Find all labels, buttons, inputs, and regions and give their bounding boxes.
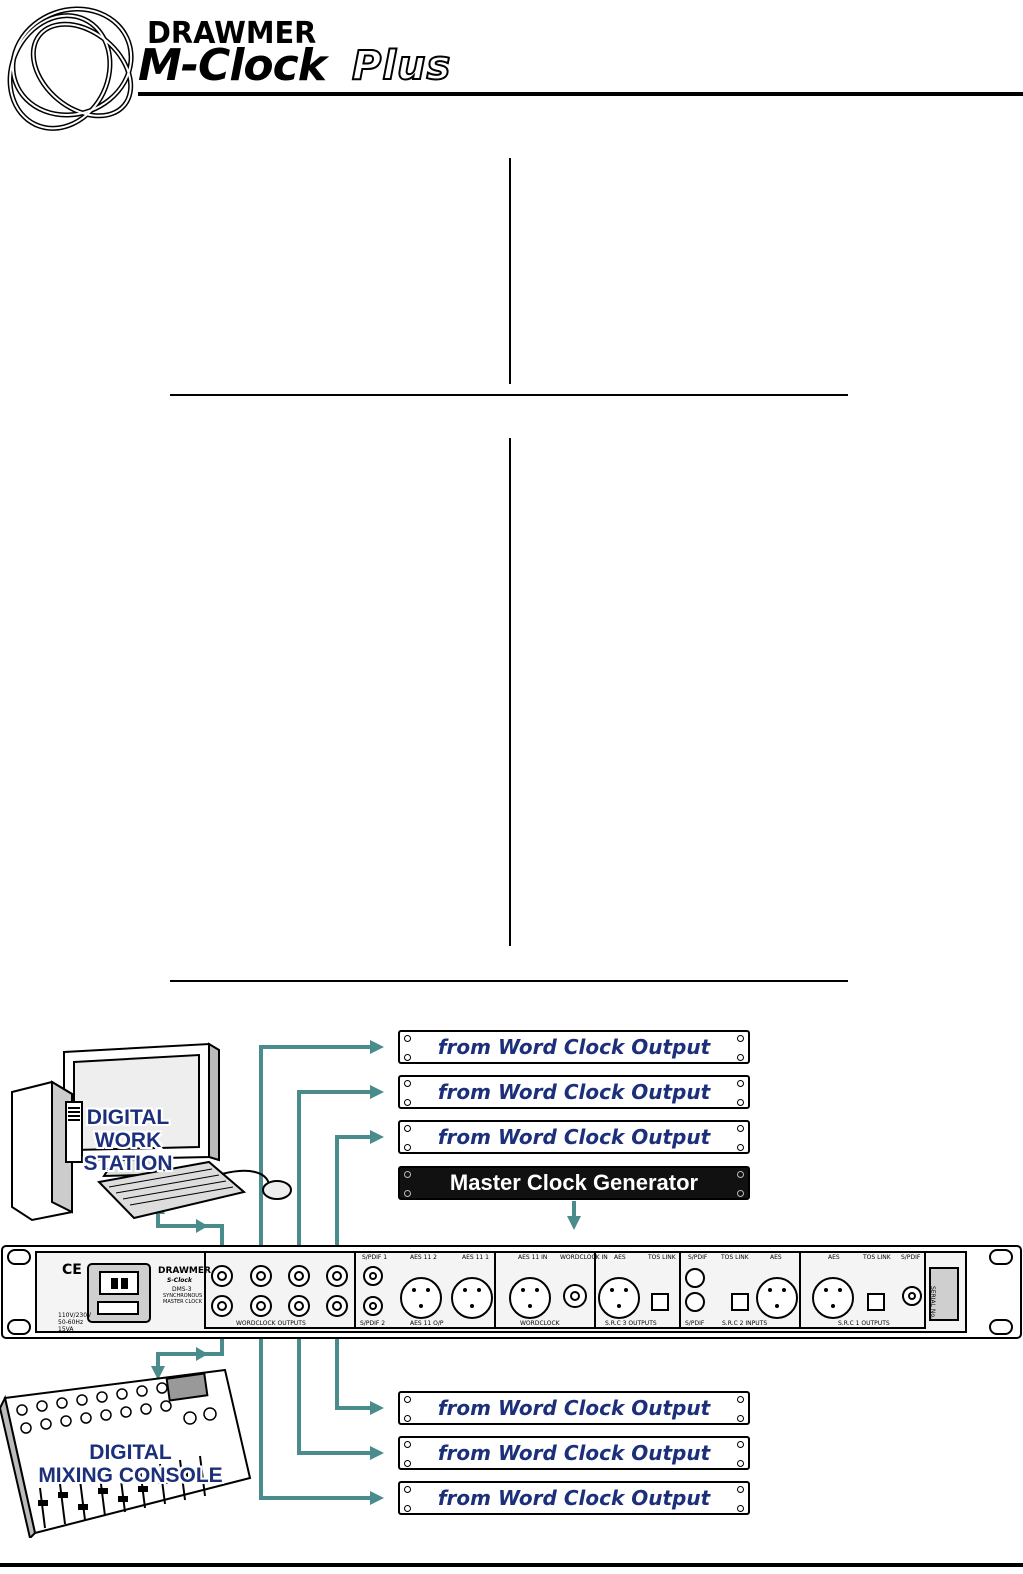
connector-label-toslink-src1: TOS LINK	[863, 1254, 891, 1261]
word-clock-unit-3: from Word Clock Output	[398, 1120, 750, 1154]
header-rule	[138, 92, 1023, 96]
section-label-spdif: S/PDIF	[685, 1320, 705, 1327]
section-label-spdif-2: S/PDIF 2	[360, 1320, 386, 1327]
console-label: DIGITAL MIXING CONSOLE	[38, 1441, 223, 1487]
panel-description-line2: MASTER CLOCK	[163, 1299, 202, 1305]
connector-label-spdif-1: S/PDIF 1	[362, 1254, 388, 1261]
word-clock-unit-2: from Word Clock Output	[398, 1075, 750, 1109]
unit-label: from Word Clock Output	[437, 1396, 711, 1420]
rear-panel	[1, 1245, 1022, 1339]
column-divider-top	[509, 158, 511, 384]
connector-label-aes11-1: AES 11 1	[462, 1254, 489, 1261]
workstation-label-line1: DIGITAL	[86, 1106, 170, 1129]
unit-label: from Word Clock Output	[437, 1080, 711, 1104]
serial-number-plate: SERIAL No.	[929, 1286, 936, 1319]
workstation-label-line2: WORK STATION	[83, 1129, 173, 1175]
power-line-2: 50-60Hz	[58, 1319, 84, 1326]
word-clock-unit-1: from Word Clock Output	[398, 1030, 750, 1064]
connector-label-spdif-src2: S/PDIF	[688, 1254, 708, 1261]
connector-label-aes11-2: AES 11 2	[410, 1254, 437, 1261]
master-clock-generator-unit: Master Clock Generator	[398, 1166, 750, 1200]
connector-label-aes-src2: AES	[770, 1254, 782, 1261]
console-label-line2: MIXING CONSOLE	[38, 1464, 223, 1487]
power-line-3: 15VA	[58, 1326, 74, 1333]
unit-label: from Word Clock Output	[437, 1035, 711, 1059]
connector-label-aes-src1: AES	[828, 1254, 840, 1261]
panel-brand: DRAWMER	[158, 1266, 211, 1276]
section-label-src3-outputs: S.R.C 3 OUTPUTS	[605, 1320, 657, 1327]
unit-label: from Word Clock Output	[437, 1125, 711, 1149]
mixing-console-illustration	[0, 1368, 252, 1538]
panel-description-line1: SYNCHRONOUS	[163, 1293, 203, 1299]
section-label-aes11-op: AES 11 O/P	[410, 1320, 444, 1327]
power-line-1: 110V/230V	[58, 1312, 92, 1319]
connector-label-aes11-in: AES 11 IN	[518, 1254, 548, 1261]
master-unit-label: Master Clock Generator	[449, 1170, 699, 1195]
workstation-illustration	[11, 1042, 292, 1222]
connector-label-spdif-src1: S/PDIF	[901, 1254, 921, 1261]
panel-description: SYNCHRONOUS MASTER CLOCK	[163, 1293, 202, 1305]
connector-label-wordclock-in: WORDCLOCK IN	[560, 1254, 608, 1261]
panel-model-code: DMS-3	[172, 1286, 192, 1293]
word-clock-unit-4: from Word Clock Output	[398, 1391, 750, 1425]
section-label-wordclock: WORDCLOCK	[520, 1320, 560, 1327]
ce-mark: CE	[62, 1262, 82, 1278]
column-divider-middle	[509, 438, 511, 946]
section-rule-1	[170, 394, 848, 396]
section-rule-2	[170, 980, 848, 982]
unit-label: from Word Clock Output	[437, 1486, 711, 1510]
drawmer-logo-icon	[7, 6, 134, 131]
unit-label: from Word Clock Output	[437, 1441, 711, 1465]
word-clock-unit-6: from Word Clock Output	[398, 1481, 750, 1515]
power-rating: 110V/230V 50-60Hz 15VA	[58, 1312, 91, 1333]
panel-model: S-Clock	[167, 1277, 192, 1284]
workstation-label: DIGITAL WORK STATION	[48, 1106, 208, 1175]
connector-label-toslink-src3: TOS LINK	[648, 1254, 676, 1261]
section-label-src2-inputs: S.R.C 2 INPUTS	[722, 1320, 768, 1327]
word-clock-unit-5: from Word Clock Output	[398, 1436, 750, 1470]
section-label-src1-outputs: S.R.C 1 OUTPUTS	[838, 1320, 890, 1327]
section-label-wordclock-outputs: WORDCLOCK OUTPUTS	[236, 1320, 306, 1327]
product-suffix: Plus	[351, 43, 452, 89]
console-label-line1: DIGITAL	[89, 1441, 172, 1464]
connector-label-toslink-src2: TOS LINK	[721, 1254, 749, 1261]
brand-name: DRAWMER	[147, 16, 317, 51]
product-name: M-Clock	[138, 40, 327, 91]
footer-rule	[0, 1563, 1023, 1567]
connector-label-aes-src3: AES	[614, 1254, 626, 1261]
